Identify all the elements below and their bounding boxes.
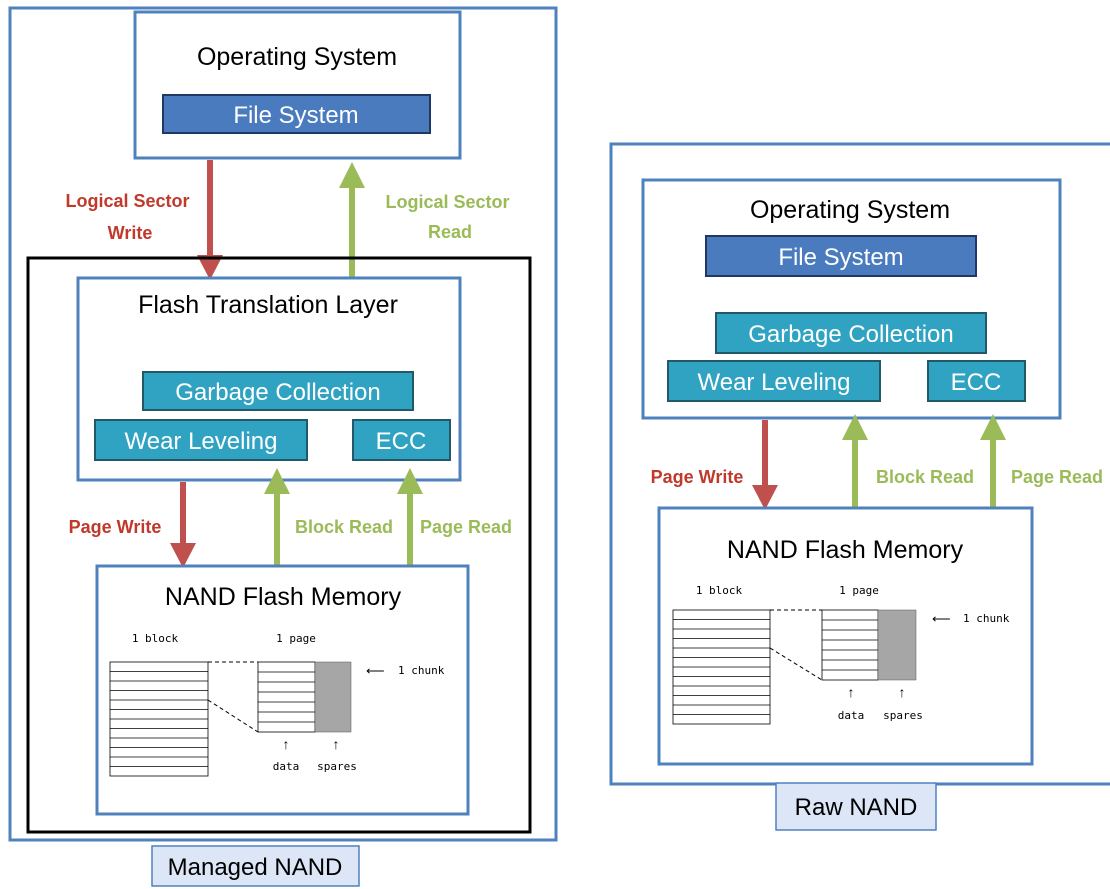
raw-block-read-label: Block Read (876, 467, 974, 487)
raw-chunk-arrow-icon: ⟵ (932, 611, 951, 626)
raw-file-system-box (705, 235, 977, 277)
raw-os-title: Operating System (750, 196, 950, 224)
raw-ecc-box (927, 360, 1026, 402)
raw-block-read-arrowhead (842, 414, 868, 440)
managed-nand-title: NAND Flash Memory (165, 583, 402, 611)
raw-page-outline (821, 609, 879, 681)
managed-chunk-arrow-icon: ⟵ (366, 663, 385, 678)
managed-wear-leveling-label: Wear Leveling (125, 428, 278, 455)
managed-data-label: data (273, 760, 300, 773)
managed-ecc-box (352, 419, 451, 461)
raw-spares-label: spares (883, 709, 923, 722)
managed-wear-leveling-box (94, 419, 308, 461)
managed-block-label: 1 block (132, 632, 179, 645)
managed-page-grid (257, 661, 316, 733)
managed-file-system-label: File System (233, 102, 358, 129)
managed-logical-write-line1: Logical Sector (65, 191, 189, 211)
managed-logical-write-arrowhead (197, 255, 223, 280)
raw-page-read-arrowhead (980, 414, 1006, 440)
raw-block-grid (672, 609, 771, 725)
managed-logical-read-line2: Read (428, 222, 472, 242)
managed-logical-read-label: Logical Sector Read (385, 192, 514, 242)
managed-spares-arrow-icon: ↑ (333, 736, 340, 752)
raw-page-grid (821, 609, 879, 681)
managed-garbage-collection-box (142, 371, 414, 411)
raw-page-label: 1 page (839, 584, 879, 597)
raw-nand-diagram: Operating System File System Garbage Col… (609, 142, 1110, 831)
raw-spares-arrow-icon: ↑ (899, 684, 906, 700)
managed-nand-diagram: Operating System File System Logical Sec… (8, 6, 558, 887)
raw-data-arrow-icon: ↑ (848, 684, 855, 700)
raw-caption: Raw NAND (795, 794, 918, 821)
managed-ecc-label: ECC (376, 428, 427, 455)
managed-page-write-label: Page Write (69, 517, 162, 537)
managed-os-title: Operating System (197, 43, 397, 71)
managed-logical-write-line2: Write (108, 223, 153, 243)
managed-spares-region (314, 661, 352, 733)
managed-chunk-label: 1 chunk (398, 664, 445, 677)
managed-page-label: 1 page (276, 632, 316, 645)
managed-device-frame (26, 256, 532, 834)
managed-logical-read-line1: Logical Sector (385, 192, 509, 212)
raw-wear-leveling-box (667, 360, 881, 402)
managed-caption-box (151, 845, 360, 887)
raw-page-write-label: Page Write (651, 467, 744, 487)
managed-os-box (133, 10, 462, 160)
raw-garbage-collection-label: Garbage Collection (748, 321, 953, 348)
raw-wear-leveling-label: Wear Leveling (698, 369, 851, 396)
raw-data-label: data (838, 709, 865, 722)
managed-logical-read-arrowhead (339, 162, 365, 188)
raw-page-read-label: Page Read (1011, 467, 1103, 487)
managed-spares-label: spares (317, 760, 357, 773)
managed-zoom-line-bottom (207, 699, 259, 733)
managed-file-system-box (162, 94, 431, 134)
managed-block-read-label: Block Read (295, 517, 393, 537)
managed-garbage-collection-label: Garbage Collection (175, 379, 380, 406)
raw-block-label: 1 block (696, 584, 743, 597)
raw-file-system-label: File System (778, 244, 903, 271)
managed-page-write-arrowhead (170, 543, 196, 568)
raw-spares-region (877, 609, 917, 681)
managed-page-read-label: Page Read (420, 517, 512, 537)
managed-outer-frame (8, 6, 558, 842)
managed-data-arrow-icon: ↑ (283, 736, 290, 752)
ftl-title: Flash Translation Layer (138, 291, 398, 319)
raw-caption-box (775, 782, 937, 831)
managed-block-grid (109, 661, 209, 777)
managed-block-read-arrowhead (264, 468, 290, 494)
raw-chunk-label: 1 chunk (963, 612, 1010, 625)
raw-nand-title: NAND Flash Memory (727, 536, 964, 564)
managed-logical-write-label: Logical Sector Write (65, 191, 194, 243)
raw-zoom-line-bottom (769, 647, 823, 681)
raw-ecc-label: ECC (951, 369, 1002, 396)
raw-garbage-collection-box (715, 312, 987, 354)
managed-page-outline (257, 661, 316, 733)
managed-page-read-arrowhead (397, 468, 423, 494)
managed-caption: Managed NAND (168, 854, 343, 881)
raw-page-write-arrowhead (752, 485, 778, 510)
